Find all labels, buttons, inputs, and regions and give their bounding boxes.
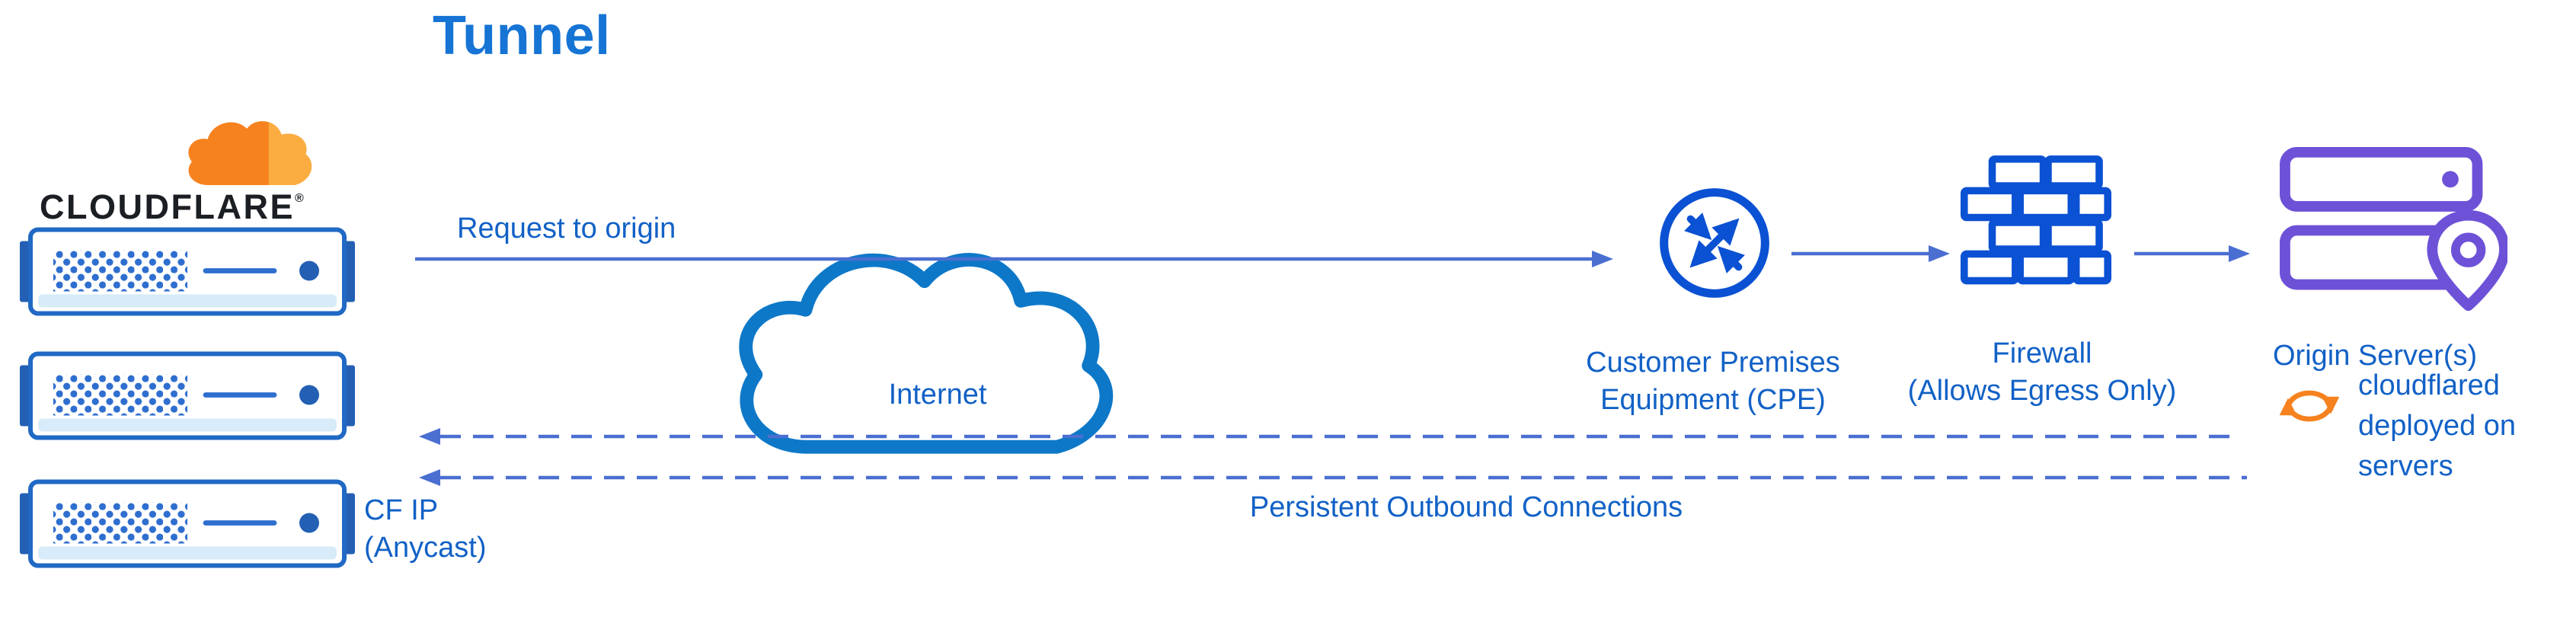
cf-server-2 — [20, 351, 355, 440]
cloudflare-logo-text: CLOUDFLARE® — [40, 187, 304, 227]
cf-server-1 — [20, 227, 355, 316]
cloudflared-label: cloudflared deployed on servers — [2358, 369, 2517, 483]
outbound-dashed-arrow-1 — [419, 428, 2232, 445]
origin-servers-label: Origin Server(s) — [2273, 340, 2478, 372]
cloudflare-logo-cloud-icon — [188, 121, 312, 186]
outbound-dashed-arrow-2 — [419, 469, 2247, 486]
internet-cloud-icon — [739, 253, 1114, 454]
firewall-to-origin-arrow — [2134, 245, 2250, 262]
firewall-icon — [1961, 155, 2111, 285]
cpe-icon — [1660, 188, 1769, 298]
request-to-origin-label: Request to origin — [457, 213, 676, 245]
cloudflare-wordmark: CLOUDFLARE — [40, 187, 295, 226]
cloudflared-sync-icon — [2280, 390, 2339, 422]
cf-server-3 — [20, 479, 355, 568]
firewall-label: Firewall (Allows Egress Only) — [1907, 337, 2177, 408]
internet-label: Internet — [888, 379, 987, 411]
cpe-to-firewall-arrow — [1791, 245, 1950, 262]
cpe-label: Customer Premises Equipment (CPE) — [1586, 347, 1840, 417]
page-title: Tunnel — [433, 5, 611, 66]
cf-ip-anycast-label: CF IP (Anycast) — [364, 494, 487, 564]
persistent-outbound-label: Persistent Outbound Connections — [1249, 491, 1683, 523]
registered-mark: ® — [294, 192, 304, 205]
origin-servers-icon — [2280, 146, 2507, 312]
